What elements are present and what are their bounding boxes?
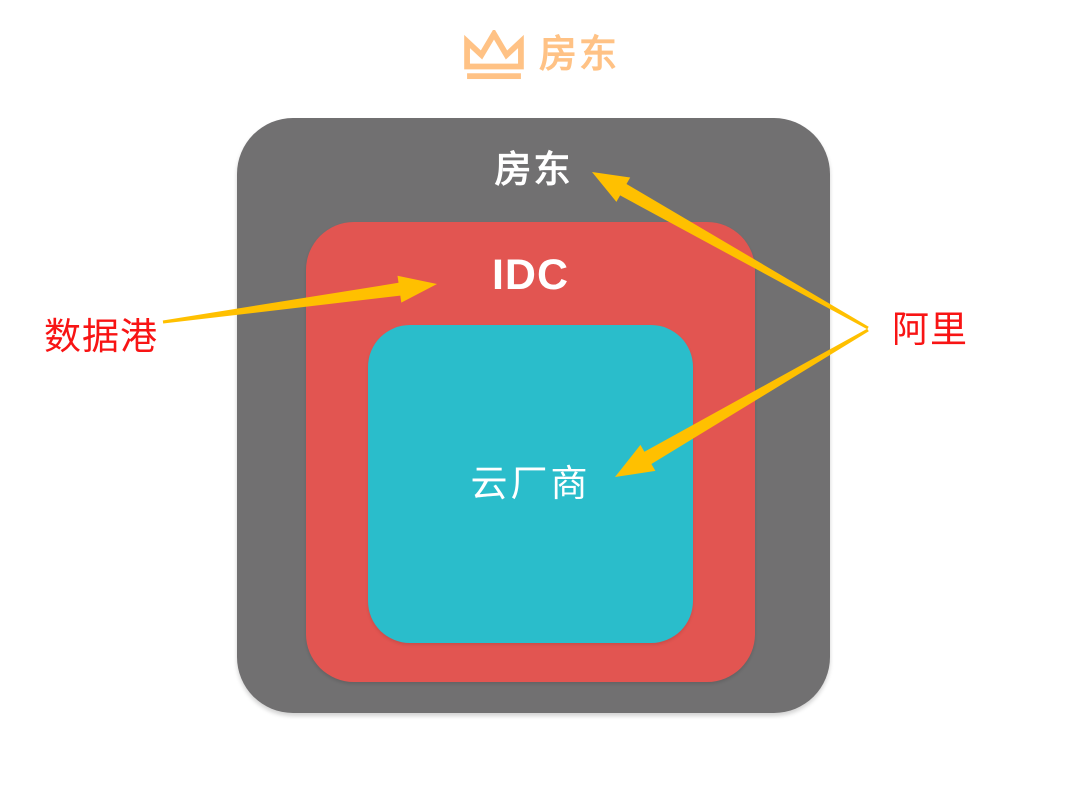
landlord-box: 房东 IDC 云厂商 — [237, 118, 830, 713]
landlord-box-label: 房东 — [494, 149, 573, 190]
crown-icon — [464, 30, 524, 80]
crown-base-bar — [467, 73, 521, 80]
idc-box: IDC 云厂商 — [306, 222, 755, 682]
title-label: 房东 — [538, 34, 619, 76]
diagram-title: 房东 — [0, 30, 1080, 80]
cloud-vendor-box-label: 云厂商 — [470, 462, 591, 504]
crown-outline — [464, 30, 524, 70]
idc-box-label: IDC — [491, 251, 570, 299]
annotation-datagang: 数据港 — [44, 316, 158, 357]
annotation-ali: 阿里 — [892, 309, 968, 350]
cloud-vendor-box: 云厂商 — [368, 325, 693, 643]
